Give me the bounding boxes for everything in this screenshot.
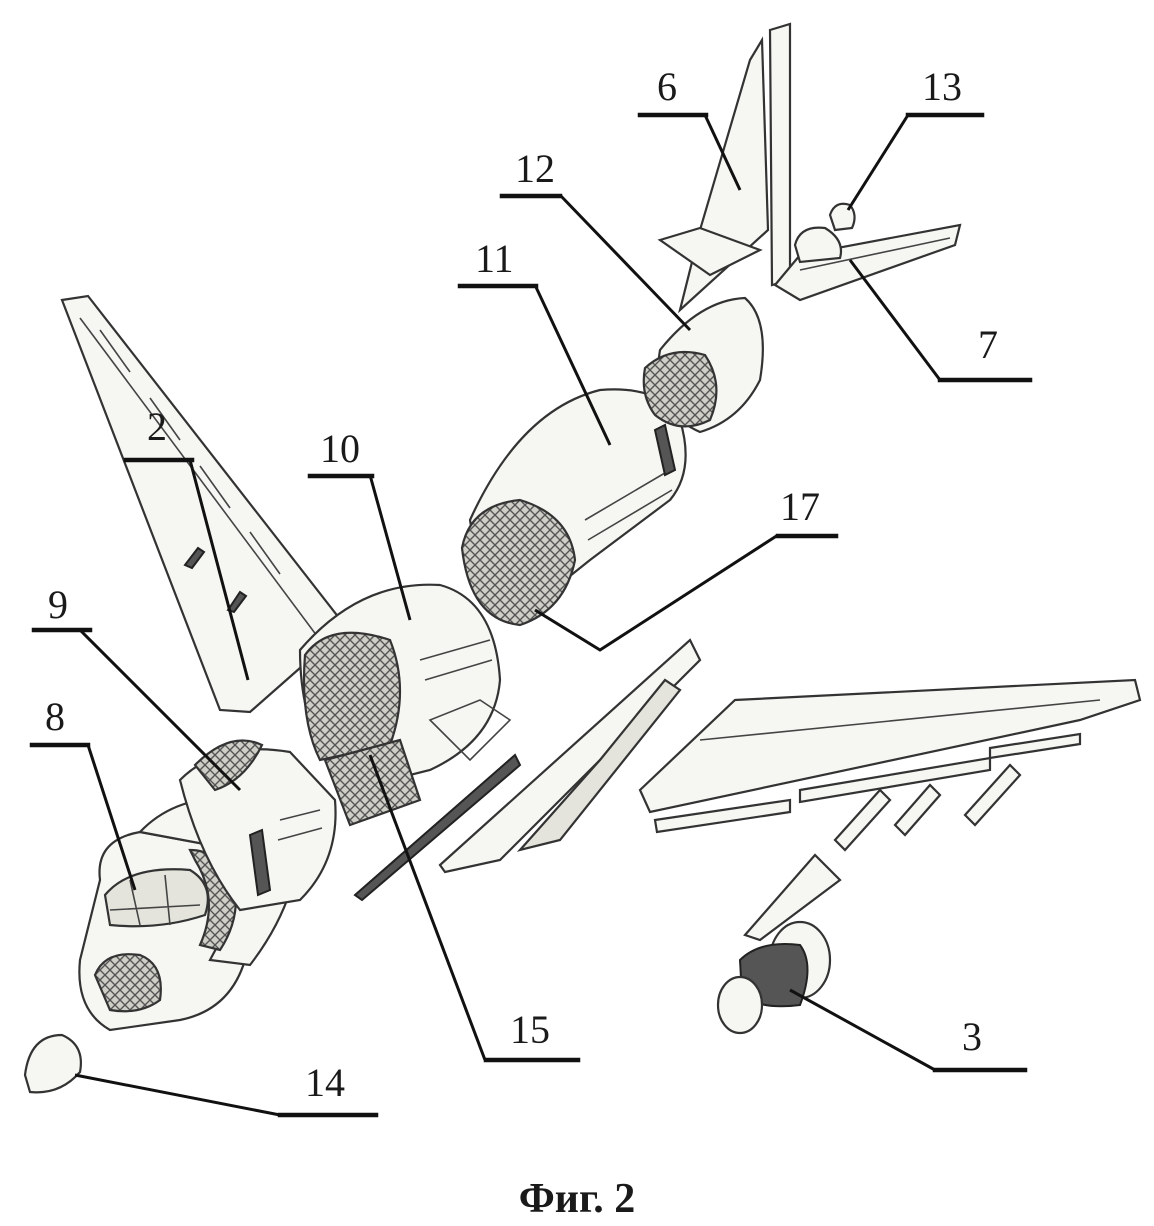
- label-11: 11: [475, 236, 514, 281]
- label-2: 2: [147, 404, 167, 449]
- right-wing: [640, 680, 1140, 832]
- flap-fairings: [745, 765, 1020, 940]
- label-15: 15: [510, 1007, 550, 1052]
- label-6: 6: [657, 64, 677, 109]
- engine-nacelle: [718, 922, 830, 1033]
- label-17: 17: [780, 484, 820, 529]
- label-8: 8: [45, 694, 65, 739]
- vertical-stabilizer: [660, 24, 790, 310]
- aft-fuselage-section: [462, 389, 686, 625]
- label-7: 7: [978, 322, 998, 367]
- label-3: 3: [962, 1014, 982, 1059]
- tail-cone-section: [644, 298, 763, 432]
- label-10: 10: [320, 426, 360, 471]
- figure-caption: Фиг. 2: [519, 1176, 636, 1222]
- label-9: 9: [48, 582, 68, 627]
- label-13: 13: [922, 64, 962, 109]
- label-14: 14: [305, 1060, 345, 1105]
- label-12: 12: [515, 146, 555, 191]
- nose-cone: [25, 1035, 81, 1092]
